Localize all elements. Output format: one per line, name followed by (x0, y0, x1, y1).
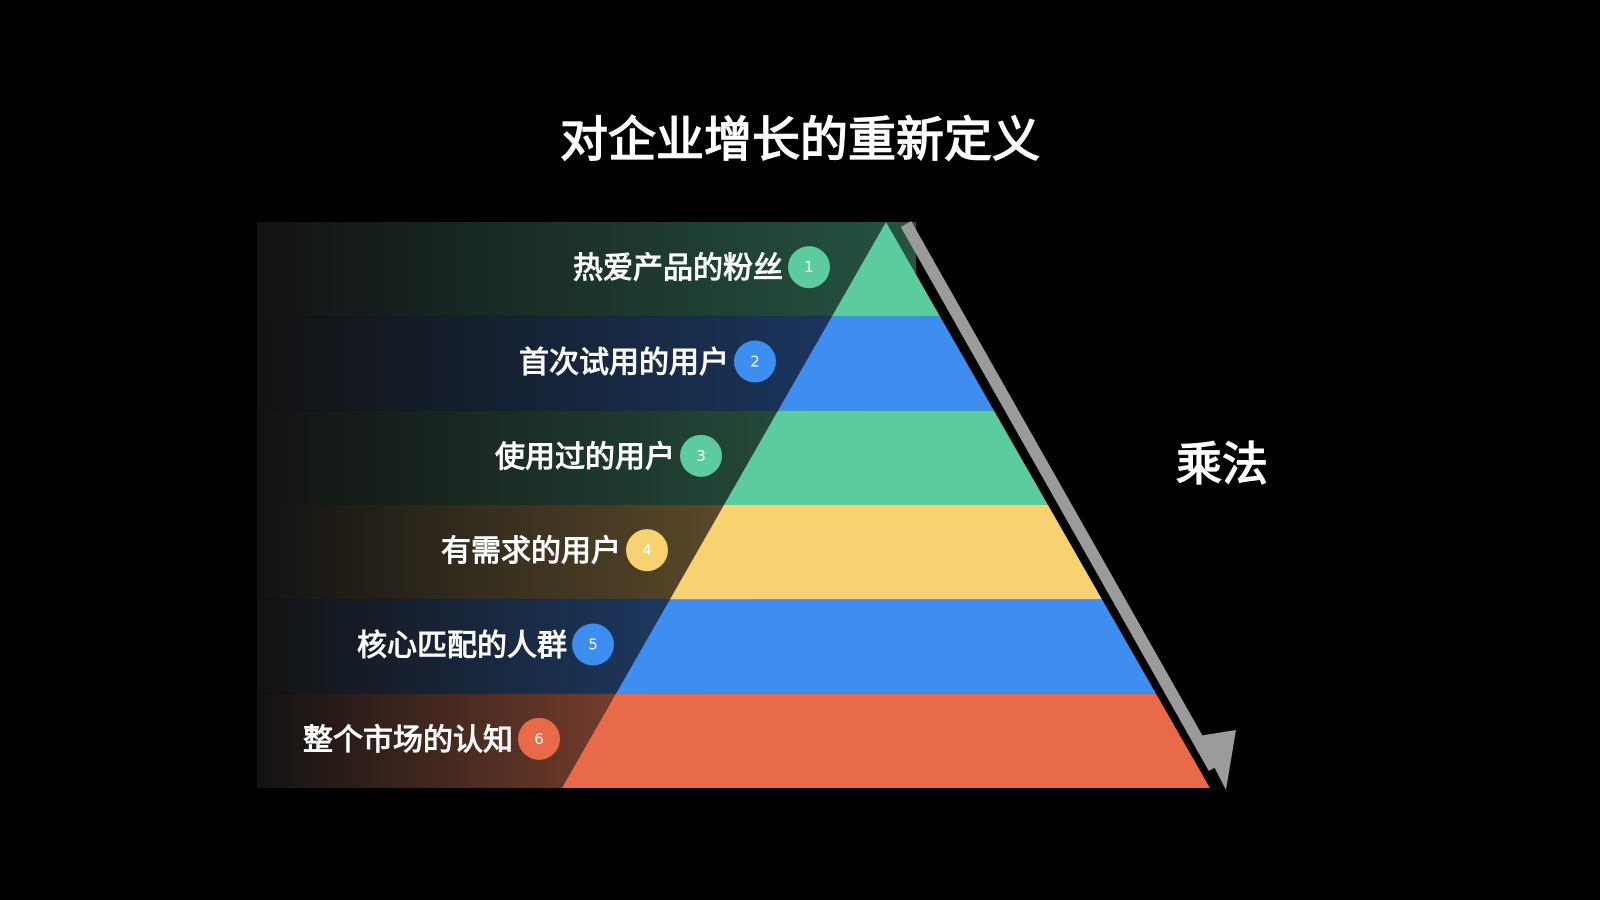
level-label: 有需求的用户 (441, 534, 621, 569)
diagram-title: 对企业增长的重新定义 (560, 112, 1040, 168)
level-number: 2 (750, 353, 760, 371)
level-number: 5 (588, 636, 598, 654)
pyramid-layer-5 (616, 599, 1156, 694)
level-number: 4 (642, 541, 652, 559)
level-number: 6 (534, 730, 544, 748)
level-number-badge (788, 246, 830, 289)
pyramid-layer-2 (778, 316, 994, 411)
multiplication-label: 乘法 (1176, 437, 1268, 491)
level-number: 3 (696, 447, 706, 465)
pyramid-layer-4 (670, 505, 1102, 600)
level-label: 整个市场的认知 (303, 723, 513, 758)
level-label: 使用过的用户 (494, 440, 675, 475)
level-labels: 1 热爱产品的粉丝 2 首次试用的用户 3 使用过的用户 4 有需求的用户 5 核心匹配的人群 6 整… (303, 246, 830, 760)
level-number-badge (518, 717, 560, 760)
level-band (257, 505, 754, 600)
level-label: 核心匹配的人群 (357, 629, 567, 664)
multiply-arrow-icon (900, 221, 1236, 790)
pyramid-layer-6 (562, 693, 1210, 788)
pyramid-layer-1 (832, 222, 940, 317)
level-number-badge (626, 529, 668, 572)
level-number-badge (680, 434, 722, 477)
level-number-badge (734, 340, 776, 383)
level-label: 首次试用的用户 (519, 346, 729, 381)
level-number: 1 (804, 258, 814, 276)
pyramid (562, 222, 1210, 788)
level-number-badge (572, 623, 614, 666)
level-label: 热爱产品的粉丝 (573, 251, 783, 286)
pyramid-layer-3 (724, 410, 1048, 505)
